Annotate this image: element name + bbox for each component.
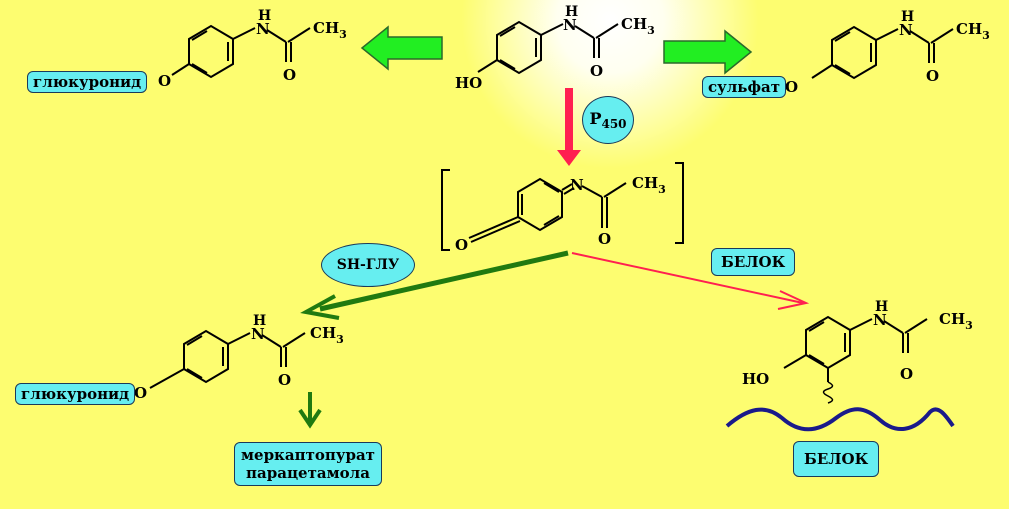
napqi-o-carbonyl-label: O bbox=[598, 230, 611, 248]
glutathione-badge: SH-ГЛУ bbox=[321, 243, 415, 287]
napqi-ch-label: CH3 bbox=[632, 174, 666, 196]
adduct-o-carbonyl-label: O bbox=[900, 365, 913, 383]
napqi-o-quinone-label: O bbox=[455, 236, 468, 254]
protein-adduct: N H O CH3 HO bbox=[742, 299, 973, 404]
glucuronide-conjugate-top: N H O CH3 O bbox=[158, 8, 347, 90]
napqi-intermediate: N O CH3 O bbox=[441, 162, 684, 254]
adduct-ho-label: HO bbox=[742, 370, 769, 388]
right-n-label: N bbox=[899, 21, 913, 39]
right-ch-label: CH3 bbox=[956, 20, 990, 42]
center-ch-label: CH3 bbox=[621, 15, 655, 37]
glucuronide-label-bottom: глюкуронид bbox=[15, 383, 136, 405]
left-n-label: N bbox=[256, 20, 270, 38]
green-arrow-down-small bbox=[298, 392, 322, 429]
red-arrow-diagonal bbox=[571, 252, 810, 310]
sulfate-label: сульфат bbox=[702, 76, 787, 98]
dark-green-arrow-diagonal bbox=[300, 250, 569, 320]
glucuronide-label-top: глюкуронид bbox=[27, 71, 148, 93]
bottom-left-h-label: H bbox=[253, 313, 266, 329]
bottom-left-o-carbonyl-label: O bbox=[278, 371, 291, 389]
protein-chain-wave bbox=[725, 407, 955, 432]
napqi-n-label: N bbox=[570, 176, 584, 194]
protein-label-bottom: БЕЛОК bbox=[793, 441, 880, 477]
green-arrow-left bbox=[360, 25, 443, 71]
bottom-left-o-ether-label: O bbox=[134, 384, 147, 402]
center-o-label: O bbox=[590, 62, 603, 80]
paracetamol-molecule: N H O CH3 HO bbox=[455, 4, 655, 92]
left-h-label: H bbox=[258, 8, 271, 24]
left-o-carbonyl-label: O bbox=[283, 66, 296, 84]
right-o-carbonyl-label: O bbox=[926, 67, 939, 85]
adduct-h-label: H bbox=[875, 299, 888, 315]
bottom-left-n-label: N bbox=[251, 325, 265, 343]
center-h-label: H bbox=[565, 4, 578, 20]
adduct-n-label: N bbox=[873, 311, 887, 329]
center-n-label: N bbox=[563, 16, 577, 34]
protein-label-right: БЕЛОК bbox=[711, 248, 796, 276]
right-o-ether-label: O bbox=[785, 78, 798, 96]
sulfate-conjugate: N H O CH3 O bbox=[785, 9, 990, 96]
center-ho-label: HO bbox=[455, 74, 482, 92]
glucuronide-conjugate-bottom: N H O CH3 O bbox=[134, 313, 344, 402]
mercapturate-label: меркаптопурат парацетамола bbox=[234, 442, 382, 486]
green-arrow-right bbox=[663, 29, 753, 75]
right-h-label: H bbox=[901, 9, 914, 25]
red-arrow-down bbox=[557, 88, 581, 166]
adduct-ch-label: CH3 bbox=[939, 310, 973, 332]
bottom-left-ch-label: CH3 bbox=[310, 324, 344, 346]
left-ch-label: CH3 bbox=[313, 19, 347, 41]
p450-enzyme-badge: P450 bbox=[582, 96, 634, 144]
left-o-ether-label: O bbox=[158, 72, 171, 90]
